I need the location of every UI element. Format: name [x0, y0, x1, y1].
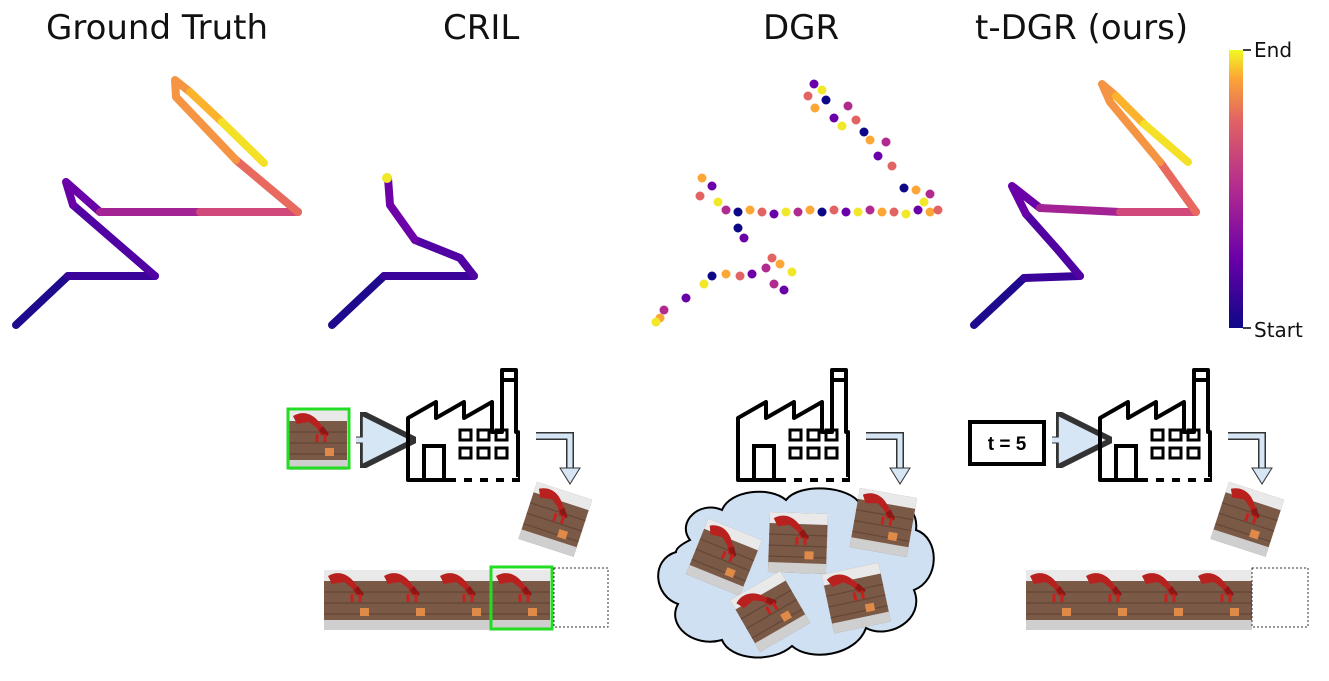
tdgr-pipeline: t = 5 [968, 370, 1309, 632]
factory-icon [1100, 370, 1212, 480]
title-tdgr: t-DGR (ours) [975, 8, 1189, 48]
factory-icon [408, 370, 520, 480]
timestep-box [968, 420, 1046, 466]
title-ground-truth: Ground Truth [46, 8, 269, 48]
trajectory-cril [328, 173, 478, 329]
trajectory-dgr-scatter [651, 79, 943, 327]
colorbar-end-label: End [1254, 38, 1293, 62]
trajectory-ground-truth [12, 76, 302, 329]
cril-frame-sequence [322, 565, 609, 632]
cril-input-frame [287, 408, 349, 472]
factory-icon [738, 370, 850, 480]
arrow-down-icon [536, 433, 573, 470]
timestep-label: t = 5 [988, 434, 1027, 455]
colorbar [1229, 49, 1251, 329]
trajectory-tdgr [970, 80, 1200, 329]
arrow-down-icon [866, 433, 903, 470]
cril-highlight-box [286, 407, 351, 470]
cril-pipeline [286, 370, 609, 632]
cril-generated-frame [516, 480, 594, 559]
tdgr-frame-sequence [1024, 567, 1309, 632]
dgr-pipeline [657, 370, 935, 659]
colorbar-start-label: Start [1254, 318, 1303, 342]
title-cril: CRIL [443, 8, 520, 48]
arrow-down-icon [1228, 433, 1265, 470]
tdgr-generated-frame [1208, 480, 1286, 559]
title-dgr: DGR [763, 8, 840, 48]
